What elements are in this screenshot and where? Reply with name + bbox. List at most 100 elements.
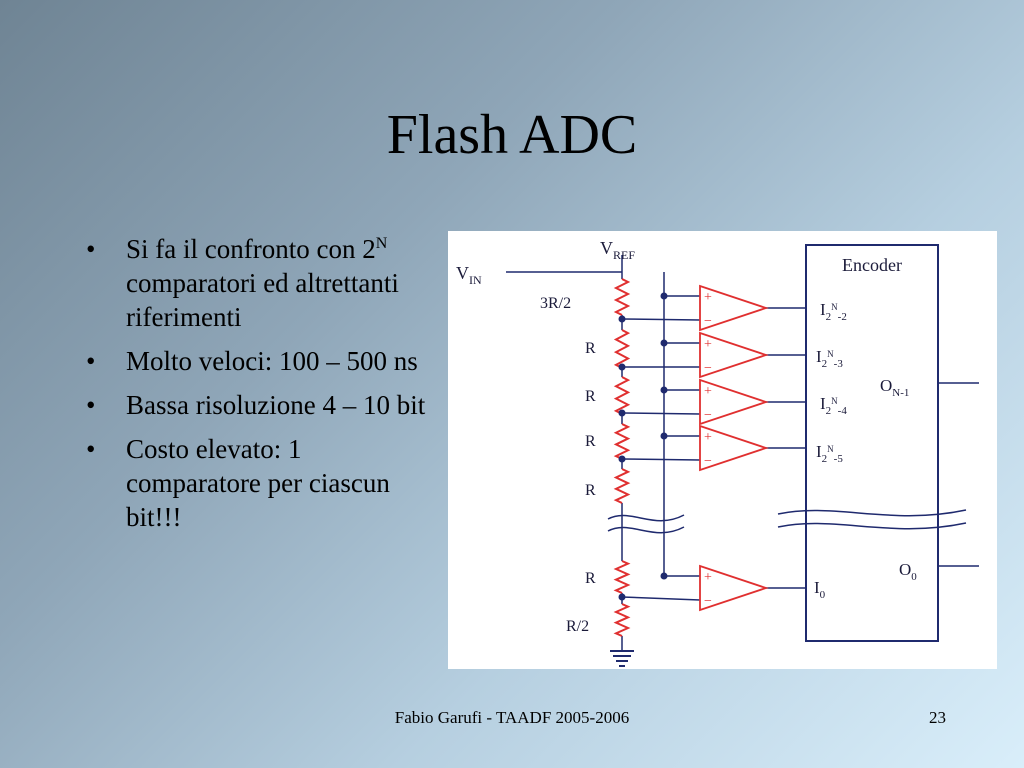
bullet-text: Costo elevato: 1 comparatore per ciascun…: [126, 434, 390, 532]
input-main: I: [816, 347, 822, 366]
comparator-plus-sign: +: [704, 384, 712, 399]
resistor-label: R: [585, 433, 596, 450]
input-sub: 2: [826, 311, 832, 323]
encoder-input-label: I2N-4: [820, 394, 847, 417]
comparator-triangle: [699, 564, 769, 612]
bullet-text: Molto veloci: 100 – 500 ns: [126, 346, 418, 376]
input-sub: 2: [826, 405, 832, 417]
input-tail: -3: [834, 358, 844, 370]
bullet-text-part: Si fa il confronto con 2: [126, 234, 376, 264]
junction-dot: [618, 363, 626, 371]
bullet-item: Costo elevato: 1 comparatore per ciascun…: [82, 432, 432, 534]
resistor-zigzag: [613, 468, 631, 504]
resistor-label: R: [585, 482, 596, 499]
input-main: I: [814, 578, 820, 597]
comparators: +−+−+−+−+−: [699, 284, 769, 612]
output-sub: 0: [911, 571, 917, 583]
vin-sub: IN: [469, 273, 482, 287]
vin-main: V: [456, 263, 469, 283]
resistor-zigzag: [613, 560, 631, 594]
resistor-label: R: [585, 388, 596, 405]
minus-input-wire: [621, 318, 701, 321]
minus-input-wire: [621, 412, 701, 415]
junction-dot: [660, 386, 668, 394]
comparator-triangle: [699, 424, 769, 472]
junction-dot: [660, 432, 668, 440]
input-tail: -4: [838, 405, 848, 417]
resistor-zigzag: [613, 376, 631, 415]
output-sub: N-1: [892, 387, 909, 399]
input-sub: 0: [820, 589, 826, 601]
encoder-input-label: I2N-3: [816, 347, 843, 370]
break-wave: [607, 514, 685, 522]
comparator-plus-sign: +: [704, 290, 712, 305]
input-tail: -5: [834, 453, 844, 465]
encoder-input-label: I2N-2: [820, 300, 847, 323]
bullet-item: Si fa il confronto con 2N comparatori ed…: [82, 232, 432, 334]
junction-dot: [618, 409, 626, 417]
junction-dot: [660, 339, 668, 347]
comparator-triangle: [699, 331, 769, 379]
resistor-label: R: [585, 570, 596, 587]
junction-dot: [660, 572, 668, 580]
slide-title: Flash ADC: [386, 104, 638, 166]
input-sub: 2: [822, 358, 828, 370]
comparator-minus-sign: −: [704, 454, 712, 469]
output-main: O: [880, 376, 892, 395]
output-main: O: [899, 560, 911, 579]
vref-main: V: [600, 238, 613, 258]
comparator-triangle: [699, 378, 769, 426]
footer-author: Fabio Garufi - TAADF 2005-2006: [394, 708, 630, 727]
comparator-plus-sign: +: [704, 337, 712, 352]
comparator-triangle: [699, 284, 769, 332]
encoder-label: Encoder: [842, 255, 902, 275]
encoder-input-label: I0: [814, 578, 826, 601]
minus-input-wire: [621, 458, 701, 461]
input-main: I: [816, 442, 822, 461]
minus-input-wire: [621, 596, 701, 601]
vref-label: VREF: [600, 238, 635, 262]
bullet-text-part: comparatori ed altrettanti riferimenti: [126, 268, 399, 332]
break-wave: [777, 522, 967, 530]
resistor-zigzag: [613, 603, 631, 637]
junction-dot: [660, 292, 668, 300]
input-main: I: [820, 300, 826, 319]
input-sub: 2: [822, 453, 828, 465]
input-main: I: [820, 394, 826, 413]
resistor-zigzag: [613, 423, 631, 460]
resistor-zigzag: [613, 278, 631, 316]
footer-page-number: 23: [929, 708, 946, 727]
break-wave: [777, 509, 967, 517]
junction-dot: [618, 455, 626, 463]
junction-dots: [618, 292, 668, 601]
resistor-label: R: [585, 340, 596, 357]
circuit-svg: +−+−+−+−+− Encoder VREF VIN 3R/2 R R R R…: [456, 238, 979, 667]
comparator-plus-sign: +: [704, 570, 712, 585]
encoder-output-label: O0: [899, 560, 917, 583]
input-sup: N: [827, 349, 834, 359]
input-tail: -2: [838, 311, 847, 323]
bullet-item: Bassa risoluzione 4 – 10 bit: [82, 388, 432, 422]
bullet-text: Bassa risoluzione 4 – 10 bit: [126, 390, 426, 420]
resistor-zigzag: [613, 329, 631, 369]
bullet-superscript: N: [375, 235, 388, 252]
flash-adc-diagram: +−+−+−+−+− Encoder VREF VIN 3R/2 R R R R…: [448, 231, 997, 669]
comparator-minus-sign: −: [704, 594, 712, 609]
resistor-label: R/2: [566, 618, 589, 635]
break-wave: [607, 526, 685, 534]
vin-label: VIN: [456, 263, 482, 287]
junction-dot: [618, 315, 626, 323]
vref-sub: REF: [613, 248, 635, 262]
encoder-block: [805, 244, 939, 642]
resistor-label: 3R/2: [540, 295, 571, 312]
comparator-minus-sign: −: [704, 314, 712, 329]
comparator-plus-sign: +: [704, 430, 712, 445]
input-sup: N: [831, 396, 838, 406]
resistor-ladder: [613, 278, 631, 637]
bullet-item: Molto veloci: 100 – 500 ns: [82, 344, 432, 378]
input-sup: N: [831, 302, 838, 312]
comparator-minus-sign: −: [704, 361, 712, 376]
junction-dot: [618, 593, 626, 601]
input-sup: N: [827, 444, 834, 454]
encoder-output-label: ON-1: [880, 376, 909, 399]
